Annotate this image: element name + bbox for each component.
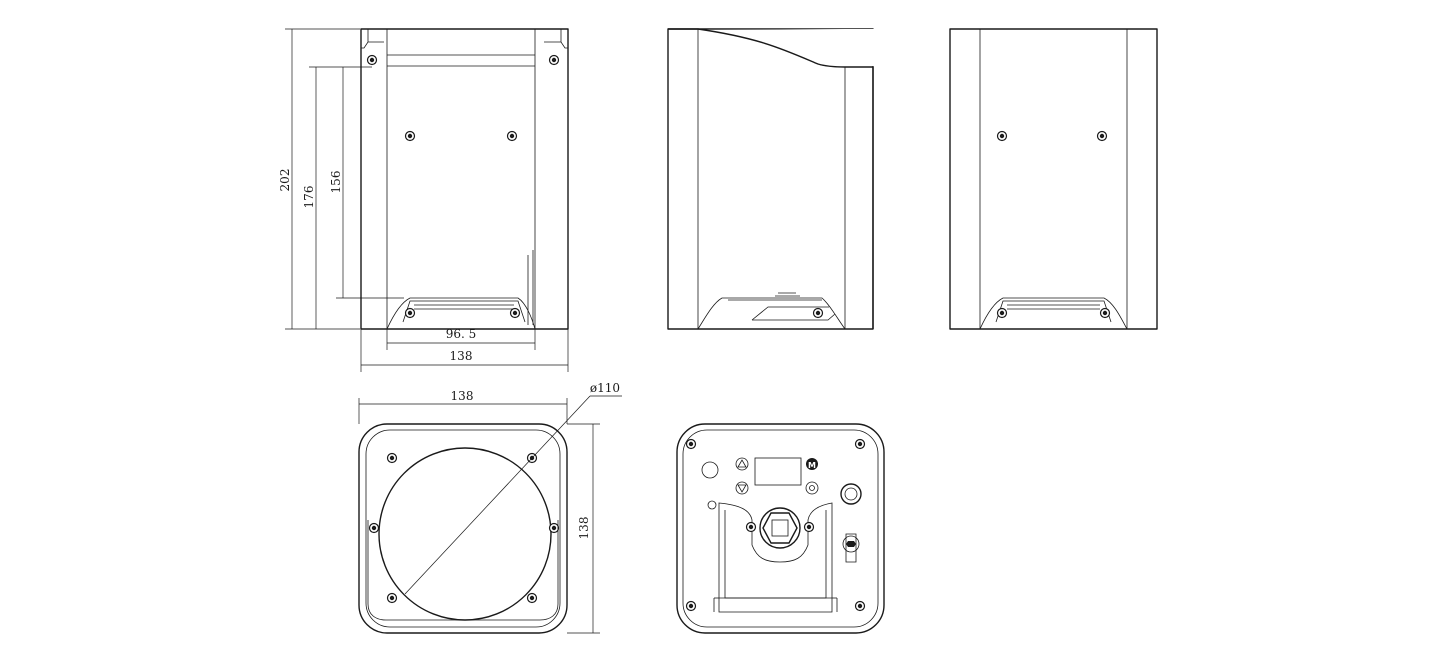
dimension-156: 156 — [329, 171, 343, 194]
dimension-176: 176 — [302, 186, 316, 209]
screw-icon — [404, 130, 416, 142]
lens-face-view — [358, 423, 568, 634]
side-view — [667, 28, 875, 330]
dimension-138-depth: 138 — [577, 517, 591, 540]
mode-button[interactable]: M — [806, 458, 818, 470]
bracket-screw-icon — [803, 521, 815, 533]
screw-icon — [685, 600, 697, 612]
screw-icon — [506, 130, 518, 142]
mode-button-label: M — [808, 461, 816, 470]
screw-icon — [386, 452, 398, 464]
bracket-screw-icon — [812, 307, 824, 319]
down-button[interactable] — [735, 481, 749, 495]
screw-icon — [386, 592, 398, 604]
dimension-138-front: 138 — [450, 349, 473, 363]
bracket-screw-icon — [366, 54, 378, 66]
screw-icon — [526, 592, 538, 604]
bracket-screw-icon — [996, 307, 1008, 319]
side-knob-icon — [548, 522, 560, 534]
screw-icon — [685, 438, 697, 450]
dimension-diameter-110: ø110 — [590, 381, 620, 395]
lens — [378, 447, 552, 621]
front-view — [360, 28, 569, 330]
ir-sensor — [707, 500, 717, 510]
dimension-202: 202 — [278, 169, 292, 192]
front-view-dimensions: 202 176 156 96. 5 138 — [278, 28, 569, 372]
mounting-bracket — [713, 502, 838, 613]
indicator-light — [701, 461, 719, 479]
bracket-screw-icon — [548, 54, 560, 66]
dimension-96-5: 96. 5 — [446, 327, 477, 341]
enter-button[interactable] — [805, 481, 819, 495]
power-connector — [840, 483, 862, 505]
hex-knob — [759, 507, 801, 549]
cable-gland — [842, 533, 860, 563]
up-button[interactable] — [735, 457, 749, 471]
side-knob-icon — [368, 522, 380, 534]
lens-face-dimensions: 138 ø110 138 — [358, 381, 622, 634]
screw-icon — [854, 600, 866, 612]
bracket-screw-icon — [1099, 307, 1111, 319]
screw-icon — [1096, 130, 1108, 142]
bracket-screw-icon — [745, 521, 757, 533]
display-screen — [754, 457, 802, 486]
bracket-screw-icon — [509, 307, 521, 319]
rear-side-view — [949, 28, 1158, 330]
bracket-screw-icon — [404, 307, 416, 319]
screw-icon — [996, 130, 1008, 142]
dimension-138-top: 138 — [451, 389, 474, 403]
back-panel-view: M — [676, 423, 885, 634]
screw-icon — [854, 438, 866, 450]
